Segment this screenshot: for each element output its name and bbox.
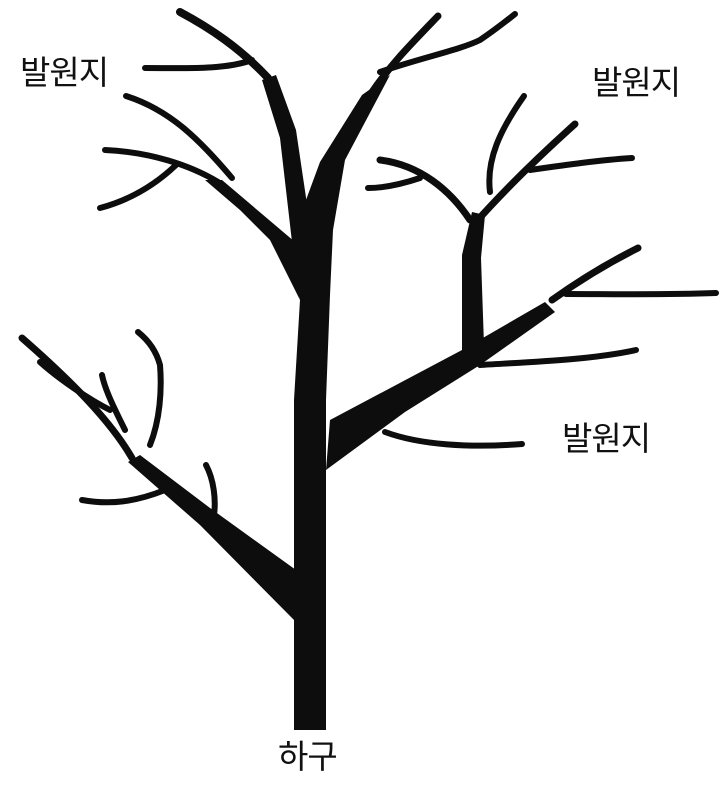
tributary [566, 293, 716, 294]
mouth-label: 하구 [278, 740, 337, 773]
right-tributary [462, 212, 485, 355]
tributary [380, 14, 515, 72]
tributary [380, 160, 470, 220]
tributary [530, 158, 632, 170]
tributary [22, 338, 132, 458]
source-label-top-left: 발원지 [20, 56, 108, 89]
tributary [480, 350, 636, 365]
tributary [385, 432, 522, 446]
tributary [368, 178, 420, 188]
tributary [100, 165, 176, 208]
tributary [40, 362, 110, 410]
source-label-top-right: 발원지 [592, 66, 680, 99]
tributary [82, 490, 165, 502]
tributary [138, 332, 161, 445]
source-label-right: 발원지 [562, 422, 650, 455]
left-branch-junction [205, 180, 300, 300]
tributary [145, 60, 252, 68]
